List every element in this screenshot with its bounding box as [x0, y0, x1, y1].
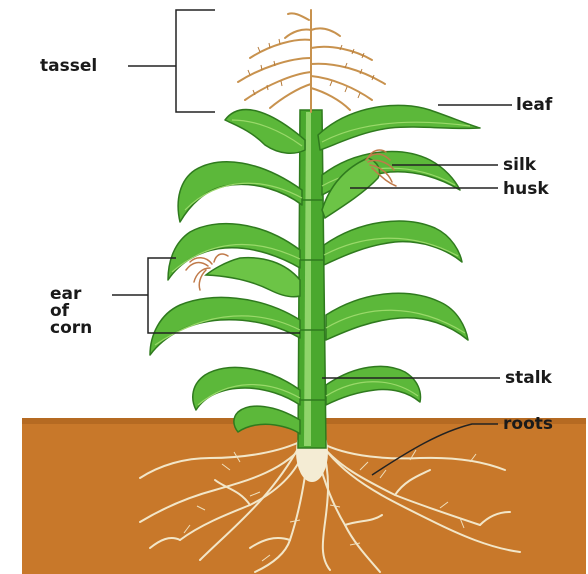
stalk-shape — [298, 110, 326, 448]
ear-label-line3: corn — [50, 320, 92, 337]
leaf-label: leaf — [516, 96, 552, 114]
silk-label: silk — [503, 156, 536, 174]
ear-of-corn-label: ear of corn — [50, 286, 92, 337]
stalk-label: stalk — [505, 369, 552, 387]
tassel-label: tassel — [40, 57, 97, 75]
tassel-drawing — [238, 10, 385, 112]
lower-ear-husk — [206, 258, 300, 297]
tassel-bracket — [176, 10, 215, 112]
roots-label: roots — [503, 415, 553, 433]
husk-label: husk — [503, 180, 549, 198]
